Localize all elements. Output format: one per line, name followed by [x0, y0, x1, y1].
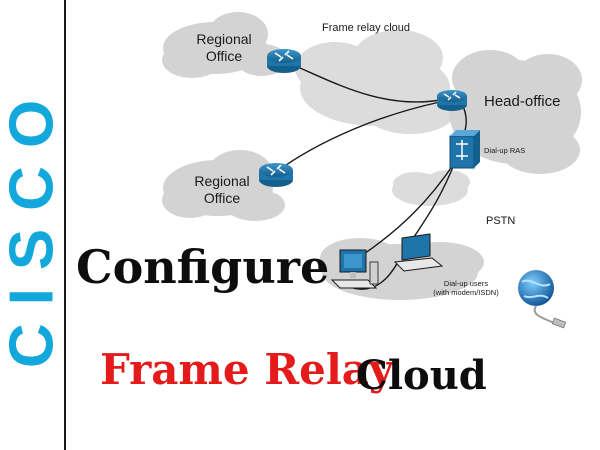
ras-server-icon — [449, 130, 480, 169]
regional-office-top-label-line1: Regional — [196, 31, 251, 47]
side-divider — [64, 0, 66, 450]
cloud-regional-bottom — [162, 150, 285, 221]
laptop-icon — [393, 233, 444, 272]
dialup-ras-label: Dial-up RAS — [484, 146, 525, 155]
router-regional-bottom — [259, 163, 293, 187]
cloud-frame-relay — [295, 30, 455, 134]
frame-relay-cloud-label: Frame relay cloud — [322, 22, 410, 34]
head-office-label: Head-office — [484, 93, 560, 110]
title-configure: Configure — [76, 240, 330, 294]
router-regional-top — [267, 49, 301, 73]
router-head-office — [437, 90, 467, 111]
desktop-pc-icon — [330, 249, 379, 289]
regional-office-bottom-label-line2: Office — [204, 190, 241, 206]
dialup-users-label-line1: Dial-up users — [444, 279, 488, 288]
regional-office-top-label-line2: Office — [206, 48, 243, 64]
globe-icon — [518, 270, 567, 329]
cloud-pstn — [392, 170, 470, 206]
regional-office-bottom-label-line1: Regional — [194, 173, 249, 189]
cloud-head-office — [449, 50, 582, 174]
pstn-label: PSTN — [486, 215, 515, 227]
title-frame-relay: Frame Relay — [100, 345, 394, 394]
title-cloud: Cloud — [356, 352, 487, 399]
dialup-users-label-line2: (with modem/ISDN) — [433, 288, 499, 297]
side-brand-bar: CISCO — [0, 0, 67, 450]
